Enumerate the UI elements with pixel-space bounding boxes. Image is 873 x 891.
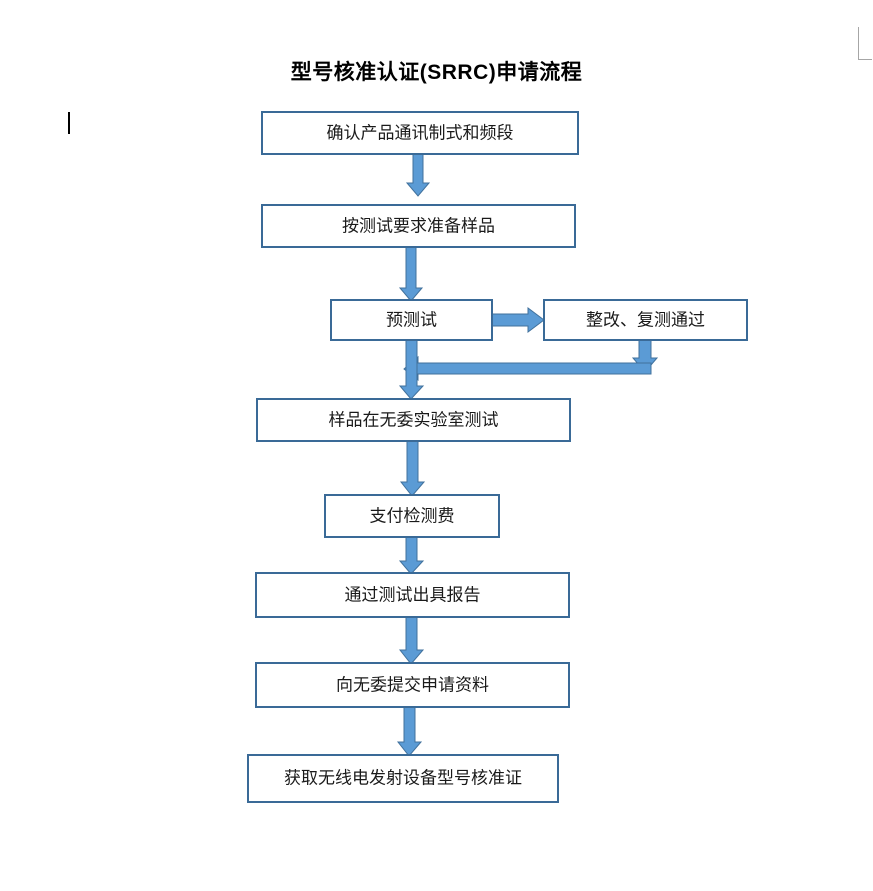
flow-node-label: 获取无线电发射设备型号核准证 — [284, 768, 522, 787]
arrow-n3-to-n4 — [491, 307, 545, 333]
flow-node-label: 整改、复测通过 — [586, 310, 705, 329]
arrow-merge-left — [403, 355, 652, 382]
flow-node-pre-test[interactable]: 预测试 — [330, 299, 493, 341]
text-cursor-caret — [68, 112, 70, 134]
flow-node-label: 确认产品通讯制式和频段 — [327, 123, 514, 142]
flow-node-label: 预测试 — [386, 310, 437, 329]
arrow-n8-to-n9 — [396, 706, 423, 757]
flow-node-submit-application[interactable]: 向无委提交申请资料 — [255, 662, 570, 708]
flow-node-pay-testing-fee[interactable]: 支付检测费 — [324, 494, 500, 538]
flow-node-prepare-samples[interactable]: 按测试要求准备样品 — [261, 204, 576, 248]
arrow-n3-to-n5 — [398, 339, 425, 400]
flow-node-obtain-certificate[interactable]: 获取无线电发射设备型号核准证 — [247, 754, 559, 803]
flow-node-label: 向无委提交申请资料 — [336, 675, 489, 694]
arrow-n7-to-n8 — [398, 616, 425, 665]
flow-node-rectify-retest-pass[interactable]: 整改、复测通过 — [543, 299, 748, 341]
flow-node-confirm-standard-band[interactable]: 确认产品通讯制式和频段 — [261, 111, 579, 155]
page-margin-guide-top-right — [858, 27, 872, 60]
arrow-n2-to-n3 — [398, 246, 424, 302]
arrow-n6-to-n7 — [398, 536, 425, 575]
flow-node-label: 样品在无委实验室测试 — [329, 410, 499, 429]
arrow-n1-to-n2 — [405, 153, 431, 197]
flow-node-label: 通过测试出具报告 — [345, 585, 481, 604]
flow-node-label: 支付检测费 — [370, 506, 455, 525]
flow-node-label: 按测试要求准备样品 — [342, 216, 495, 235]
page-title: 型号核准认证(SRRC)申请流程 — [290, 61, 583, 84]
arrow-n5-to-n6 — [399, 440, 426, 497]
flow-node-lab-testing[interactable]: 样品在无委实验室测试 — [256, 398, 571, 442]
flow-node-issue-report[interactable]: 通过测试出具报告 — [255, 572, 570, 618]
